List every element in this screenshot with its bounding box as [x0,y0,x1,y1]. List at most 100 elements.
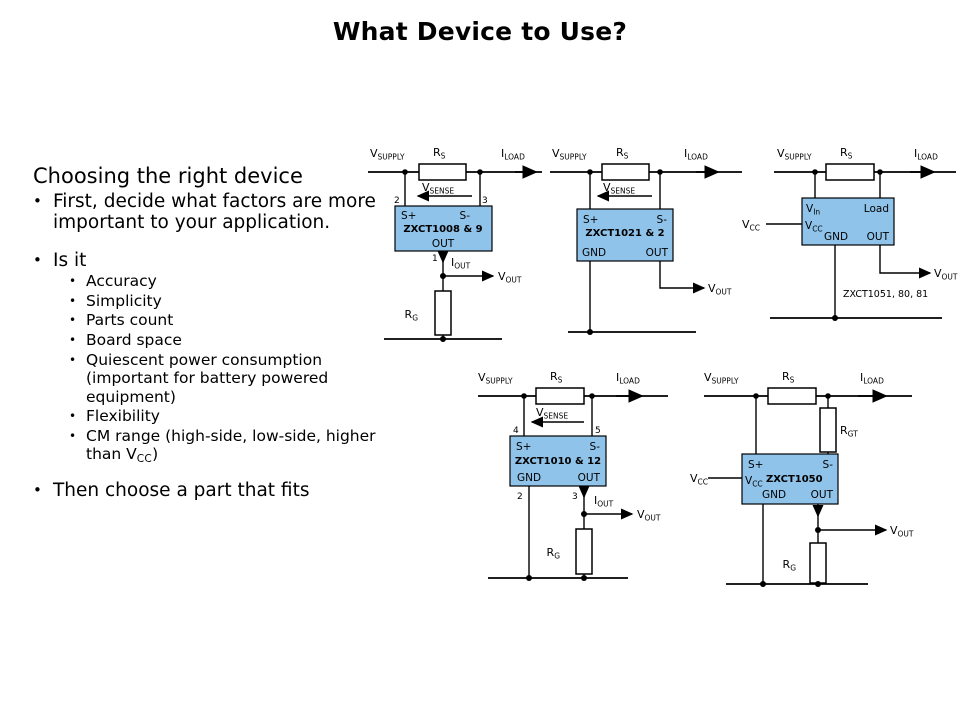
list-item-first-decide: • First, decide what factors are more im… [33,191,393,234]
label-iload: ILOAD [684,147,708,162]
pin-label-gnd: GND [762,489,786,501]
list-item-label: Then choose a part that fits [53,480,310,502]
label-vout: VOUT [934,267,958,282]
resistor-rs [825,163,875,181]
bullet-glyph: • [33,250,42,269]
cm-range-paren: ) [152,445,159,464]
pin-label-splus: S+ [516,441,531,453]
spacer [33,465,393,480]
label-iout: IOUT [451,256,471,271]
label-iload: ILOAD [860,371,884,386]
label-iout: IOUT [594,494,614,509]
list-item-label: Parts count [86,311,174,330]
list-item-is-it: • Is it [33,250,393,271]
label-iload: ILOAD [501,147,525,162]
page-title: What Device to Use? [332,17,628,46]
list-item-flexibility: • Flexibility [33,407,393,426]
resistor-rg [809,542,827,584]
pin-label-vcc: VCC [805,220,823,234]
list-item-label: Flexibility [86,407,160,426]
resistor-rg [434,290,452,336]
label-vsupply: VSUPPLY [777,147,812,162]
pin-label-sminus: S- [590,441,601,453]
label-rgt: RGT [840,424,858,439]
label-vsupply: VSUPPLY [478,371,513,386]
pin-number-4: 4 [513,426,519,436]
resistor-rg [575,528,593,575]
pin-label-splus: S+ [748,459,763,471]
label-iload: ILOAD [616,371,640,386]
circuit-diagram-zxct1010-12: VSUPPLY RS ILOAD VSENSE 4 5 S+ S- ZXCT10… [472,366,687,596]
list-item-then-choose: • Then choose a part that fits [33,480,393,501]
bullet-glyph: • [33,481,42,500]
list-item-label: Is it [53,249,87,271]
part-number-label: ZXCT1051, 80, 81 [843,289,928,300]
cm-range-text: CM range (high-side, low-side, higher th… [86,426,376,464]
list-item-accuracy: • Accuracy [33,272,393,291]
ic-body-zxct1021 [576,208,674,262]
part-number-label: ZXCT1008 & 9 [403,224,482,235]
label-rg: RG [547,546,561,561]
pin-label-load: Load [864,203,889,215]
pin-label-gnd: GND [582,247,606,259]
circuit-diagram-zxct1050: VSUPPLY RS ILOAD RGT S+ S- VCC ZXCT1050 … [690,366,930,601]
list-item-board-space: • Board space [33,331,393,350]
content-text-block: Choosing the right device • First, decid… [33,164,393,503]
pin-label-vcc: VCC [745,475,763,489]
pin-label-splus: S+ [401,210,416,222]
ic-body-zxct1051 [801,197,895,246]
part-number-label: ZXCT1050 [766,474,823,485]
part-number-label: ZXCT1010 & 12 [515,456,601,467]
ic-body-zxct1010 [509,435,607,487]
label-vsense: VSENSE [536,406,568,421]
ic-body-zxct1050 [741,453,839,505]
bullet-glyph: • [69,332,77,347]
list-item-label: Accuracy [86,272,157,291]
label-rs: RS [433,146,446,161]
pin-number-1: 1 [432,254,438,264]
heading-choosing-device: Choosing the right device [33,164,303,188]
label-iload: ILOAD [914,147,938,162]
bullet-glyph: • [69,428,77,443]
wire-out-vout [879,245,932,279]
resistor-rs [535,387,585,405]
pin-number-3: 3 [572,492,578,502]
junction-node [440,336,446,342]
circuit-diagram-zxct1008-9: VSUPPLY RS ILOAD VSENSE 2 3 S+ S- ZXCT10… [360,136,550,356]
label-rs: RS [550,370,563,385]
pin-label-gnd: GND [824,231,848,243]
label-rs: RS [840,146,853,161]
resistor-rs [601,163,650,181]
bullet-glyph: • [33,191,42,210]
spacer [33,235,393,250]
bullet-glyph: • [69,313,77,328]
list-item-parts-count: • Parts count [33,311,393,330]
list-item-label: First, decide what factors are more impo… [53,190,376,234]
part-number-label: ZXCT1021 & 2 [585,228,664,239]
pin-label-out: OUT [867,231,890,243]
pin-label-out: OUT [578,472,601,484]
list-item-label: Quiescent power consumption (important f… [86,350,329,406]
label-vsense: VSENSE [422,181,454,196]
label-vsupply: VSUPPLY [370,147,405,162]
list-item-cm-range: • CM range (high-side, low-side, higher … [33,426,393,466]
label-vout: VOUT [498,270,522,285]
label-rg: RG [783,558,797,573]
list-item-label: Board space [86,330,182,349]
pin-number-2: 2 [517,492,523,502]
label-vcc-external: VCC [742,218,760,233]
pin-label-out: OUT [646,247,669,259]
pin-number-5: 5 [595,426,601,436]
pin-label-sminus: S- [823,459,834,471]
label-vsupply: VSUPPLY [552,147,587,162]
label-vout: VOUT [890,524,914,539]
cm-range-subscript: CC [136,453,153,466]
bullet-glyph: • [69,293,77,308]
resistor-rs [767,387,817,405]
wire-out-vout [659,261,706,294]
pin-label-sminus: S- [460,210,471,222]
label-vsupply: VSUPPLY [704,371,739,386]
resistor-rs [418,163,467,181]
pin-label-vin: VIn [806,203,820,217]
